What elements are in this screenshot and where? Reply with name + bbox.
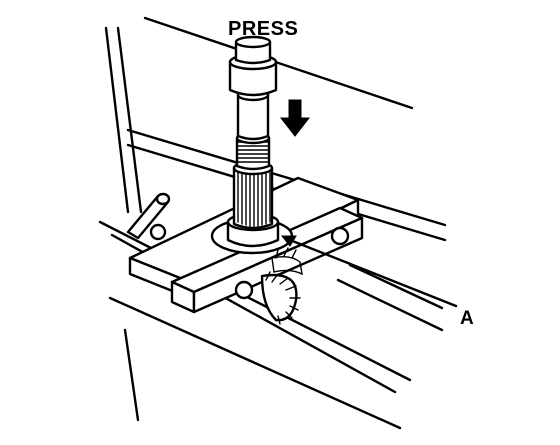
press-label: PRESS — [228, 18, 299, 40]
gear — [260, 247, 303, 325]
callout-a-leader — [280, 235, 458, 308]
arrow-down-icon — [279, 99, 311, 137]
support-rod — [126, 192, 171, 240]
shaft — [228, 35, 278, 230]
callout-a-label: A — [460, 308, 475, 329]
